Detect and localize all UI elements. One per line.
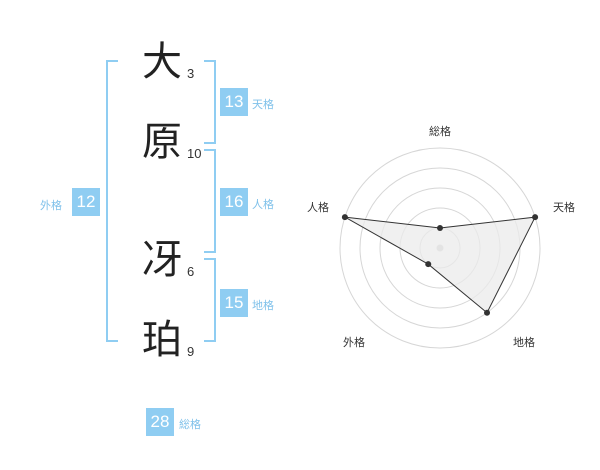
radar-axis-label: 外格 [343, 335, 365, 349]
radar-point-5 [341, 214, 348, 221]
radar-area [344, 216, 536, 314]
gaikaku-label: 外格 [40, 199, 62, 212]
soukaku-label: 総格 [179, 418, 201, 431]
stroke-count-3: 6 [187, 264, 195, 279]
radar-point-3 [484, 309, 491, 316]
radar-axis-label: 地格 [513, 335, 535, 349]
stroke-count-2: 10 [187, 146, 202, 161]
radar-axis-label: 天格 [553, 200, 575, 214]
tenkaku-value-badge: 13 [220, 88, 248, 116]
gaikaku-bracket [106, 60, 118, 342]
gaikaku-value-badge: 12 [72, 188, 100, 216]
stroke-count-1: 3 [187, 66, 195, 81]
radar-ring [339, 147, 541, 349]
radar-point-4 [425, 261, 432, 268]
name-char-1: 大 [142, 39, 182, 85]
name-char-2: 原 [142, 119, 182, 165]
jinkaku-label: 人格 [252, 198, 274, 211]
soukaku-value-badge: 28 [146, 408, 174, 436]
stroke-count-4: 9 [187, 344, 195, 359]
chikaku-value-badge: 15 [220, 289, 248, 317]
radar-point-1 [437, 225, 443, 231]
radar-point-2 [532, 214, 539, 221]
tenkaku-label: 天格 [252, 98, 274, 111]
tenkaku-bracket [204, 60, 216, 144]
chikaku-label: 地格 [252, 299, 274, 312]
chikaku-bracket [204, 258, 216, 342]
name-char-3: 冴 [142, 237, 182, 283]
radar-axis-label: 総格 [429, 124, 451, 138]
radar-axis-label: 人格 [307, 200, 329, 214]
jinkaku-value-badge: 16 [220, 188, 248, 216]
jinkaku-bracket [204, 149, 216, 253]
name-char-4: 珀 [142, 317, 182, 363]
